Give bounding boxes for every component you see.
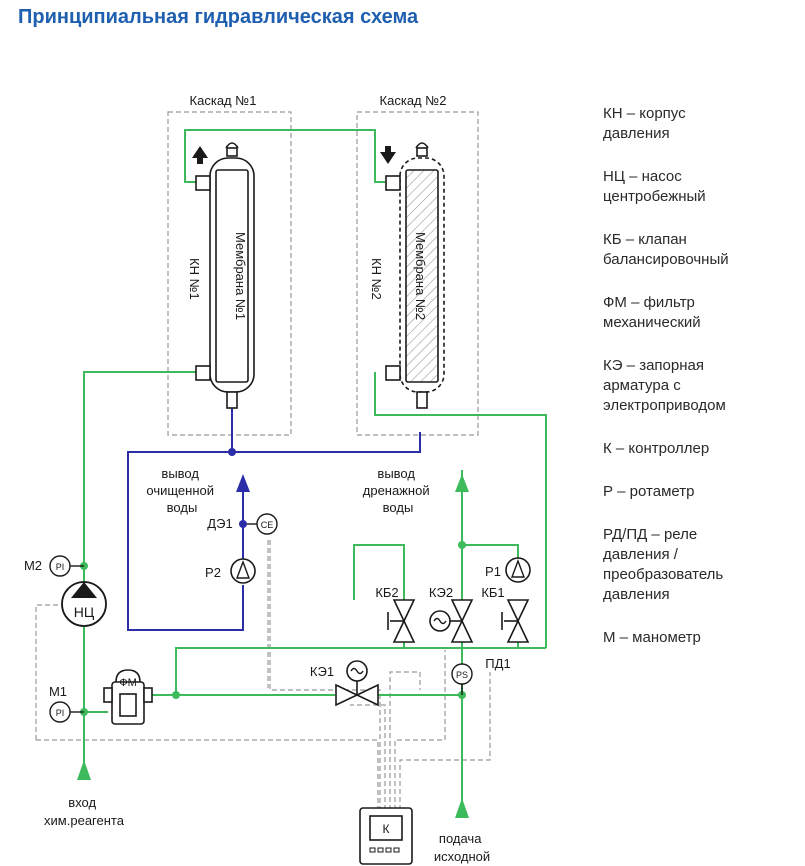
- membrane2-label: Мембрана №2: [413, 232, 428, 320]
- membrane2-vessel: [385, 142, 445, 409]
- cascade2-label: Каскад №2: [380, 93, 447, 108]
- ps-label: PS: [456, 670, 468, 680]
- m2-pi-label: PI: [56, 562, 65, 572]
- legend-item: Р – ротаметр: [603, 483, 695, 500]
- blue-nodes: [228, 448, 247, 528]
- feed-pipes: [83, 129, 547, 810]
- kb1-label: КБ1: [481, 585, 504, 600]
- kn1-label: КН №1: [187, 258, 202, 300]
- m2-label: М2: [24, 558, 42, 573]
- fm-label: ФМ: [119, 677, 137, 689]
- signal-wires: [35, 540, 491, 810]
- ke1-label: КЭ1: [310, 664, 334, 679]
- membrane1-label: Мембрана №1: [233, 232, 248, 320]
- valve-ke1-icon: [335, 660, 379, 707]
- p2-label: Р2: [205, 565, 221, 580]
- drain-water-label: вывод дренажной воды: [363, 466, 433, 515]
- membrane1-vessel: [195, 142, 255, 409]
- manometer-m1: [49, 701, 71, 723]
- legend: КН – корпус давления НЦ – насос центробе…: [603, 104, 803, 671]
- clean-water-label: вывод очищенной воды: [146, 466, 217, 515]
- nc-label: НЦ: [74, 604, 95, 620]
- legend-item: КЭ – запорная арматура с электроприводом: [603, 357, 726, 414]
- ke2-label: КЭ2: [429, 585, 453, 600]
- manometer-m2: [49, 555, 71, 577]
- legend-item: РД/ПД – реле давления / преобразователь …: [603, 526, 724, 603]
- pd1-label: ПД1: [485, 656, 510, 671]
- legend-item: КБ – клапан балансировочный: [603, 231, 729, 268]
- arrow-clean-out: [236, 474, 250, 492]
- m1-pi-label: PI: [56, 708, 65, 718]
- conductivity-sensor: [256, 513, 278, 535]
- legend-item: НЦ – насос центробежный: [603, 168, 706, 205]
- legend-item: ФМ – фильтр механический: [603, 294, 701, 331]
- reagent-input-label: вход хим.реагента: [44, 795, 125, 828]
- m1-label: М1: [49, 684, 67, 699]
- controller-label: К: [383, 822, 390, 836]
- filter-icon: [103, 669, 153, 725]
- valve-kb2-icon: [387, 599, 416, 643]
- controller-icon: [359, 807, 413, 865]
- valve-ke2-icon: [429, 599, 474, 643]
- legend-item: КН – корпус давления: [603, 105, 686, 142]
- page-title: Принципиальная гидравлическая схема: [18, 6, 419, 28]
- cascade1-box: [167, 111, 292, 436]
- arrow-reagent-in: [77, 760, 91, 780]
- arrow-water-in: [455, 798, 469, 818]
- de1-label: ДЭ1: [207, 516, 232, 531]
- arrow-drain-out: [455, 474, 469, 492]
- legend-item: К – контроллер: [603, 440, 710, 457]
- up-arrow-icon: [192, 146, 208, 164]
- valve-kb1-icon: [501, 599, 530, 643]
- cascade1-label: Каскад №1: [190, 93, 257, 108]
- water-input-label: подача исходной: [434, 831, 490, 864]
- cascade2-box: [356, 111, 479, 436]
- legend-item: М – манометр: [603, 629, 701, 646]
- ce-label: CE: [261, 520, 274, 530]
- p1-label: Р1: [485, 564, 501, 579]
- pressure-sensor: [451, 663, 473, 685]
- down-arrow-icon: [380, 146, 396, 164]
- kn2-label: КН №2: [369, 258, 384, 300]
- kb2-label: КБ2: [375, 585, 398, 600]
